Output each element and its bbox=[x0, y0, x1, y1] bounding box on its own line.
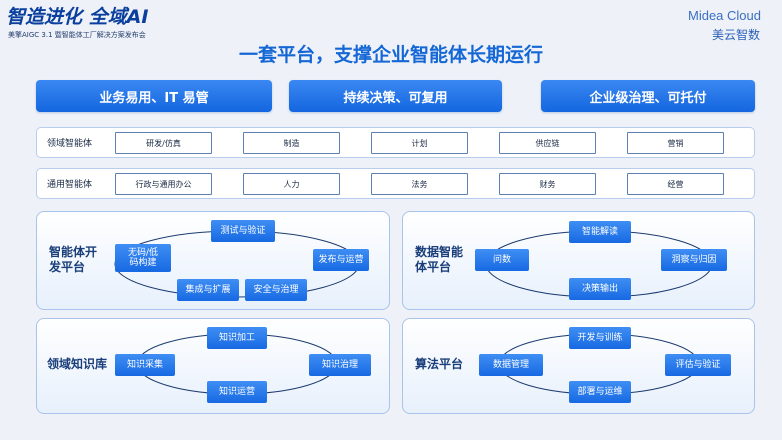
chip-decision-output: 决策输出 bbox=[569, 278, 631, 300]
panel-title: 数据智能 体平台 bbox=[415, 245, 464, 274]
agent-dev-platform-panel: 智能体开 发平台 测试与验证 无码/低 码构建 发布与运营 集成与扩展 安全与治… bbox=[36, 211, 390, 310]
panel-title: 智能体开 发平台 bbox=[49, 245, 98, 274]
algorithm-platform-panel: 算法平台 开发与训练 数据管理 评估与验证 部署与运维 bbox=[402, 318, 755, 414]
general-agent-admin: 行政与通用办公 bbox=[115, 173, 212, 195]
pillar-governance: 企业级治理、可托付 bbox=[541, 80, 755, 112]
page-title: 一套平台，支撑企业智能体长期运行 bbox=[238, 44, 543, 66]
chip-knowledge-governance: 知识治理 bbox=[309, 354, 371, 376]
pillar-usability: 业务易用、IT 易管 bbox=[36, 80, 272, 112]
domain-agent-rd: 研发/仿真 bbox=[115, 132, 212, 154]
chip-integrate-extend: 集成与扩展 bbox=[177, 279, 239, 301]
row-label: 通用智能体 bbox=[47, 180, 93, 190]
pillar-decision: 持续决策、可复用 bbox=[289, 80, 502, 112]
general-agent-finance: 财务 bbox=[499, 173, 596, 195]
chip-test-validate: 测试与验证 bbox=[211, 220, 275, 242]
chip-evaluate-validate: 评估与验证 bbox=[665, 354, 731, 376]
brand-title: 智造进化 全域AI bbox=[6, 6, 149, 28]
chip-knowledge-collection: 知识采集 bbox=[115, 354, 175, 376]
chip-insight-attribution: 洞察与归因 bbox=[661, 249, 727, 271]
domain-agents-row: 领域智能体 研发/仿真 制造 计划 供应链 营销 bbox=[36, 127, 755, 158]
domain-agent-manufacturing: 制造 bbox=[243, 132, 340, 154]
chip-deploy-operate: 部署与运维 bbox=[569, 381, 631, 403]
general-agents-row: 通用智能体 行政与通用办公 人力 法务 财务 经营 bbox=[36, 168, 755, 199]
row-label: 领域智能体 bbox=[47, 139, 93, 149]
data-agent-platform-panel: 数据智能 体平台 智能解读 问数 洞察与归因 决策输出 bbox=[402, 211, 755, 310]
domain-agent-supply-chain: 供应链 bbox=[499, 132, 596, 154]
chip-knowledge-operation: 知识运营 bbox=[207, 381, 267, 403]
general-agent-operation: 经营 bbox=[627, 173, 724, 195]
logo-chinese-name: 美云智数 bbox=[712, 28, 761, 42]
chip-ask-data: 问数 bbox=[475, 249, 529, 271]
general-agent-hr: 人力 bbox=[243, 173, 340, 195]
knowledge-base-panel: 领域知识库 知识加工 知识采集 知识治理 知识运营 bbox=[36, 318, 390, 414]
chip-data-management: 数据管理 bbox=[479, 354, 543, 376]
midea-cloud-logo: Midea Cloud bbox=[688, 8, 761, 23]
chip-develop-train: 开发与训练 bbox=[569, 327, 631, 349]
domain-agent-planning: 计划 bbox=[371, 132, 468, 154]
chip-publish-operate: 发布与运营 bbox=[313, 249, 369, 271]
panel-title: 领域知识库 bbox=[47, 357, 108, 371]
brand-subtitle: 美擎AIGC 3.1 暨智能体工厂解决方案发布会 bbox=[8, 31, 146, 39]
panel-title: 算法平台 bbox=[415, 357, 464, 371]
chip-knowledge-processing: 知识加工 bbox=[207, 327, 267, 349]
domain-agent-marketing: 营销 bbox=[627, 132, 724, 154]
chip-nocode-build: 无码/低 码构建 bbox=[115, 244, 171, 272]
general-agent-legal: 法务 bbox=[371, 173, 468, 195]
chip-security-governance: 安全与治理 bbox=[245, 279, 307, 301]
chip-smart-interpret: 智能解读 bbox=[569, 221, 631, 243]
